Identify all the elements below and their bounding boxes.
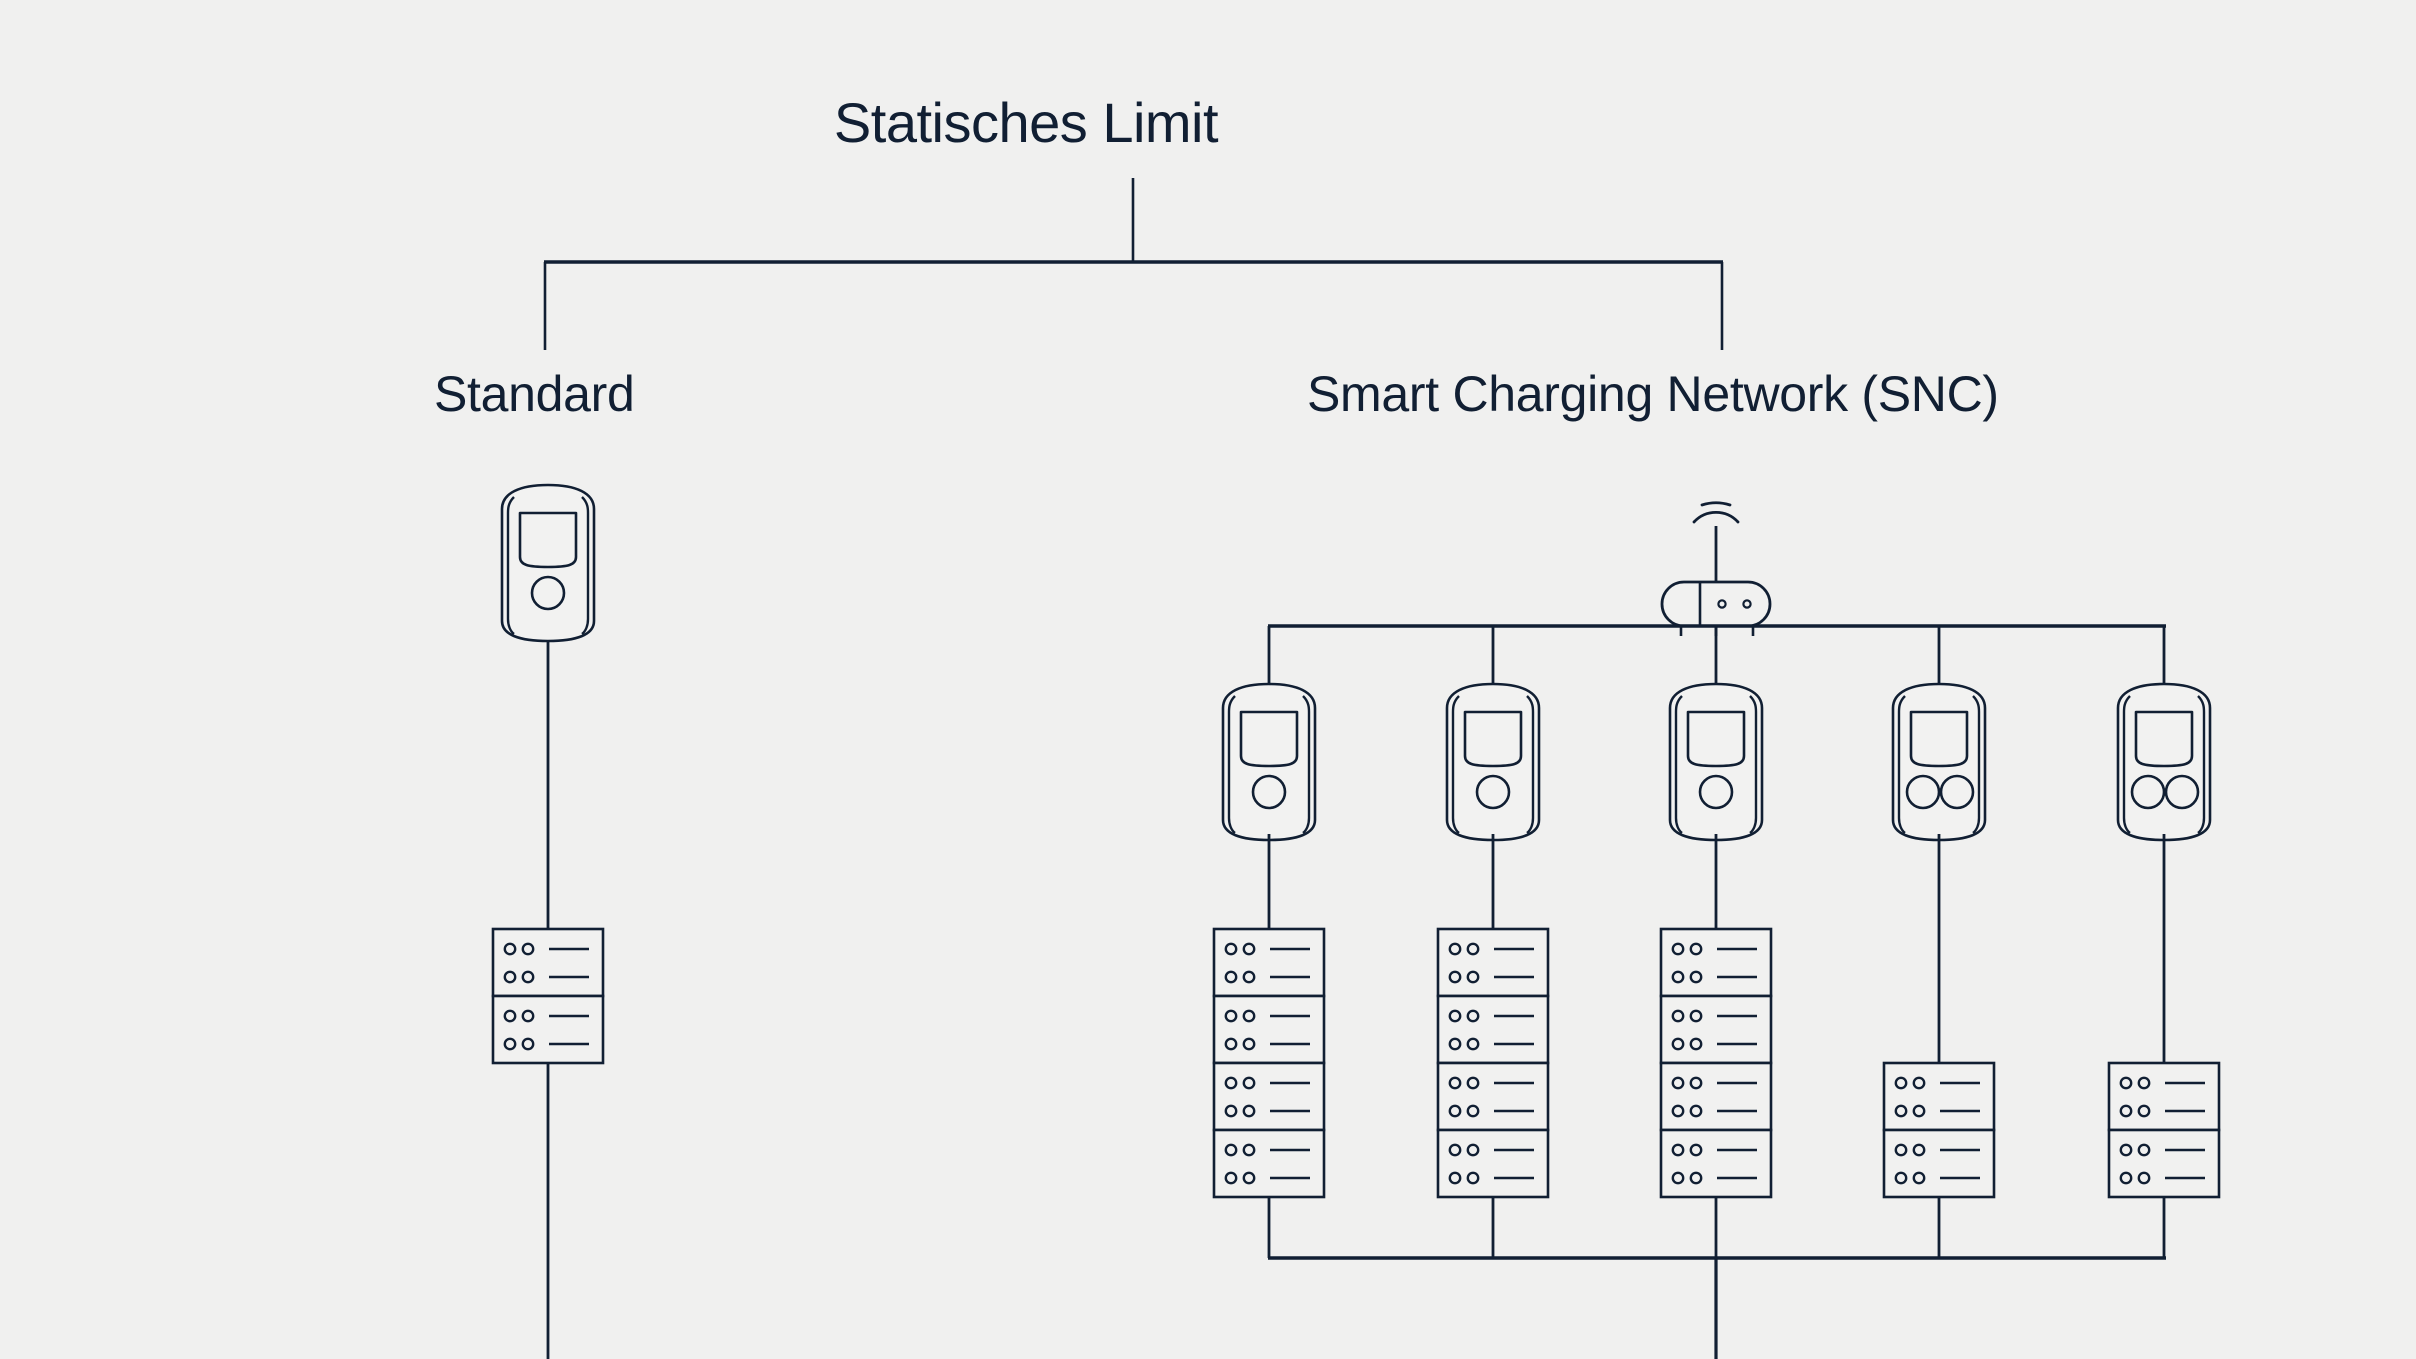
standard-branch-graphics	[491, 483, 605, 1359]
branch-label-standard: Standard	[434, 366, 635, 422]
tree-connector	[543, 178, 1724, 350]
server-stack-snc-3[interactable]	[1659, 927, 1773, 1199]
charging-station-snc-3[interactable]	[1668, 682, 1764, 842]
page-title: Statisches Limit	[833, 91, 1219, 154]
branch-label-snc: Smart Charging Network (SNC)	[1307, 366, 1999, 422]
charging-station-snc-2[interactable]	[1445, 682, 1541, 842]
server-stack-snc-2[interactable]	[1436, 927, 1550, 1199]
server-stack-snc-1[interactable]	[1212, 927, 1326, 1199]
charging-station-snc-4[interactable]	[1891, 682, 1987, 842]
charging-station-snc-1[interactable]	[1221, 682, 1317, 842]
server-stack-standard[interactable]	[491, 927, 605, 1065]
charging-station-snc-5[interactable]	[2116, 682, 2212, 842]
server-stack-snc-5[interactable]	[2107, 1061, 2221, 1199]
charging-station-standard[interactable]	[500, 483, 596, 643]
snc-branch-graphics	[1212, 501, 2221, 1359]
wifi-router-icon[interactable]	[1660, 501, 1772, 638]
server-stack-snc-4[interactable]	[1882, 1061, 1996, 1199]
